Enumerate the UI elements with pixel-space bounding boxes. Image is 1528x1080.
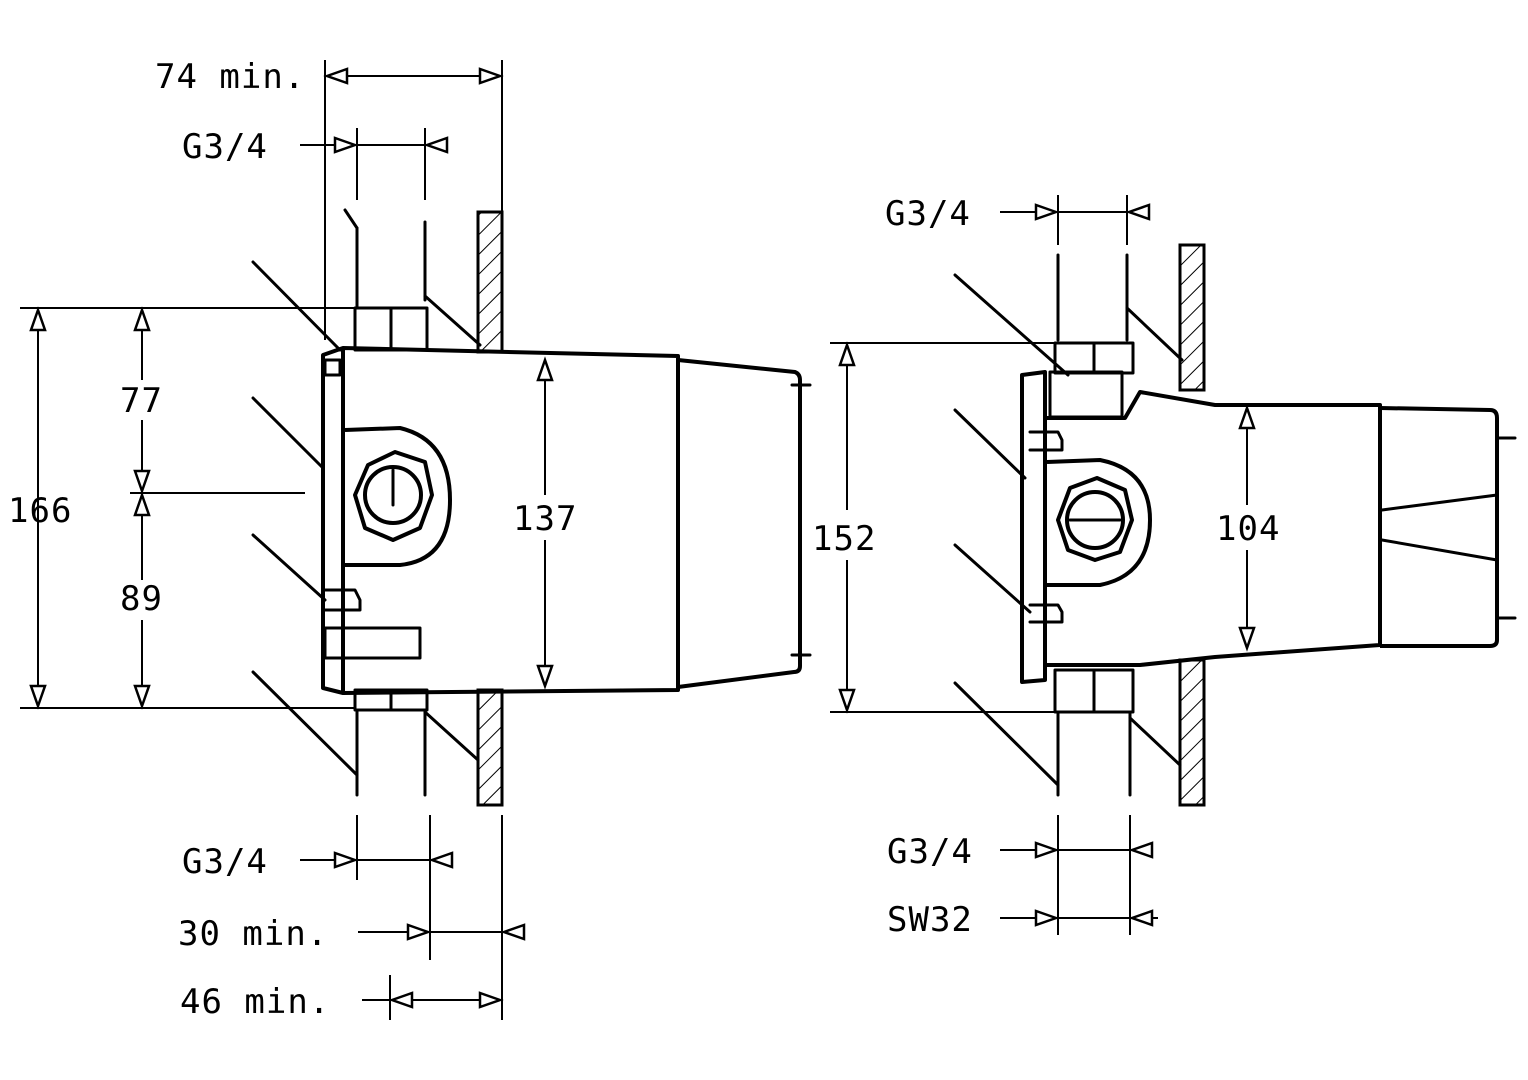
dim-g34-top-left: G3/4 (182, 127, 268, 167)
left-spindle (363, 465, 423, 525)
right-top-block (1048, 370, 1124, 419)
left-lobe (344, 426, 452, 567)
dim-104: 104 (1216, 509, 1280, 549)
dim-152: 152 (812, 519, 876, 559)
dim-166: 166 (8, 491, 72, 531)
left-cap (677, 358, 802, 689)
right-wall-lower (1178, 658, 1206, 807)
dim-g34-bottom-right: G3/4 (887, 832, 973, 872)
dim-74-min: 74 min. (155, 57, 305, 97)
dim-g34-bottom-left: G3/4 (182, 842, 268, 882)
dim-g34-top-right: G3/4 (885, 194, 971, 234)
dim-89: 89 (120, 579, 163, 619)
left-view: 74 min. G3/4 166 77 89 137 G3/4 30 min. … (8, 57, 812, 1022)
right-lobe (1046, 458, 1152, 587)
left-wall-lower (476, 688, 504, 807)
dim-46-min: 46 min. (180, 982, 330, 1022)
dim-30-min: 30 min. (178, 914, 328, 954)
dim-137: 137 (513, 499, 577, 539)
right-spindle (1065, 490, 1125, 550)
dim-77: 77 (120, 381, 163, 421)
right-cap (1379, 406, 1499, 648)
left-hex-nut (353, 450, 434, 542)
left-clip (323, 626, 422, 660)
dim-sw32: SW32 (887, 900, 973, 940)
left-wall-upper (476, 210, 504, 354)
left-housing (321, 346, 680, 695)
right-wall-upper (1178, 243, 1206, 392)
right-backplate (1020, 370, 1047, 684)
right-view: G3/4 152 104 G3/4 SW32 (812, 194, 1517, 940)
right-hex-nut (1056, 476, 1134, 562)
right-housing (1045, 390, 1382, 667)
